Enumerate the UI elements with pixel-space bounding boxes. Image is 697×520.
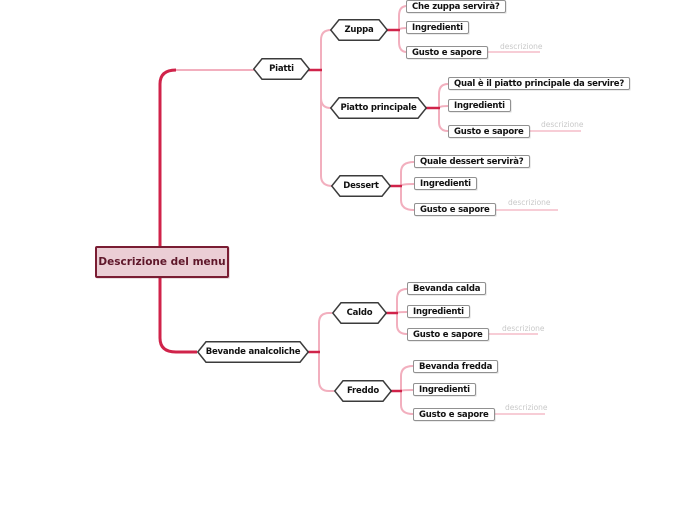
leaf-node-label: Quale dessert servirà?: [420, 156, 524, 167]
hexagon-shape: [330, 19, 388, 41]
edge-label-descrizione[interactable]: descrizione: [508, 198, 551, 207]
leaf-node[interactable]: Bevanda calda: [407, 282, 487, 295]
leaf-node-label: Ingredienti: [420, 178, 471, 189]
leaf-node-label: Gusto e sapore: [412, 47, 482, 58]
leaf-node-label: Gusto e sapore: [454, 126, 524, 137]
leaf-node[interactable]: Gusto e sapore: [406, 46, 488, 59]
leaf-node-label: Bevanda fredda: [419, 361, 493, 372]
branch-node-label: Piatti: [269, 64, 294, 74]
topic-node-label: Caldo: [346, 308, 373, 318]
leaf-node-label: Ingredienti: [413, 306, 464, 317]
edge-label-descrizione[interactable]: descrizione: [502, 324, 545, 333]
leaf-node-label: Qual è il piatto principale da servire?: [454, 78, 625, 89]
leaf-node-label: Bevanda calda: [413, 283, 481, 294]
topic-node-zuppa[interactable]: Zuppa: [330, 19, 388, 41]
leaf-node-label: Ingredienti: [419, 384, 470, 395]
hexagon-shape: [253, 58, 310, 80]
leaf-node[interactable]: Ingredienti: [448, 99, 511, 112]
topic-node-caldo[interactable]: Caldo: [332, 302, 387, 324]
edge-label-descrizione[interactable]: descrizione: [541, 120, 584, 129]
hexagon-shape: [331, 175, 391, 197]
leaf-node[interactable]: Ingredienti: [406, 21, 469, 34]
topic-node-label: Piatto principale: [340, 103, 417, 113]
topic-node-piatto-principale[interactable]: Piatto principale: [330, 97, 427, 119]
leaf-node[interactable]: Ingredienti: [413, 383, 476, 396]
topic-node-dessert[interactable]: Dessert: [331, 175, 391, 197]
topic-node-label: Freddo: [346, 386, 380, 396]
leaf-node[interactable]: Che zuppa servirà?: [406, 0, 506, 13]
leaf-node[interactable]: Gusto e sapore: [414, 203, 496, 216]
root-node-label: Descrizione del menu: [98, 256, 226, 268]
leaf-node[interactable]: Gusto e sapore: [407, 328, 489, 341]
leaf-node-label: Gusto e sapore: [413, 329, 483, 340]
hexagon-shape: [330, 97, 427, 119]
leaf-node-label: Ingredienti: [412, 22, 463, 33]
leaf-node[interactable]: Quale dessert servirà?: [414, 155, 530, 168]
edge-label-descrizione[interactable]: descrizione: [500, 42, 543, 51]
edge-label-descrizione[interactable]: descrizione: [505, 403, 548, 412]
topic-node-label: Zuppa: [344, 25, 374, 35]
leaf-node-label: Gusto e sapore: [420, 204, 490, 215]
root-node[interactable]: Descrizione del menu: [95, 246, 229, 278]
leaf-node-label: Che zuppa servirà?: [412, 1, 500, 12]
leaf-node-label: Gusto e sapore: [419, 409, 489, 420]
branch-node-piatti[interactable]: Piatti: [253, 58, 310, 80]
hexagon-shape: [334, 380, 392, 402]
leaf-node-label: Ingredienti: [454, 100, 505, 111]
leaf-node[interactable]: Ingredienti: [414, 177, 477, 190]
topic-node-freddo[interactable]: Freddo: [334, 380, 392, 402]
topic-node-label: Dessert: [343, 181, 379, 191]
hexagon-shape: [332, 302, 387, 324]
branch-node-bevande-analcoliche[interactable]: Bevande analcoliche: [197, 341, 309, 363]
leaf-node[interactable]: Gusto e sapore: [413, 408, 495, 421]
leaf-node[interactable]: Bevanda fredda: [413, 360, 499, 373]
branch-node-label: Bevande analcoliche: [205, 347, 301, 357]
leaf-node[interactable]: Qual è il piatto principale da servire?: [448, 77, 631, 90]
leaf-node[interactable]: Ingredienti: [407, 305, 470, 318]
hexagon-shape: [197, 341, 309, 363]
leaf-node[interactable]: Gusto e sapore: [448, 125, 530, 138]
